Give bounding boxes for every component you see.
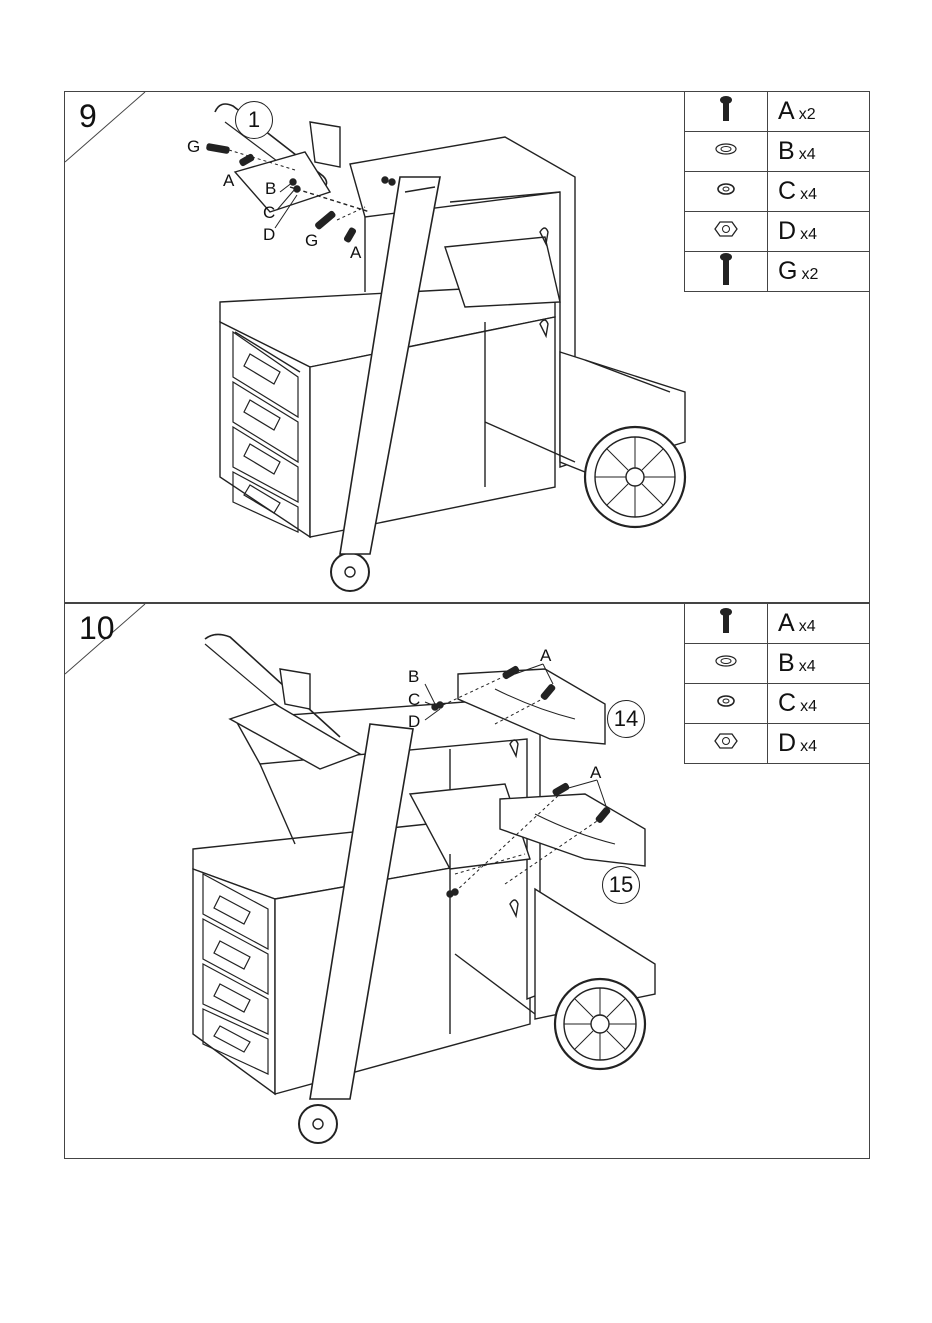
- legend-letter: B: [778, 137, 795, 165]
- legend-letter: C: [778, 177, 796, 205]
- legend-qty: x2: [799, 106, 816, 123]
- legend-letter: C: [778, 689, 796, 717]
- legend-letter: G: [778, 257, 797, 285]
- spring-washer-icon: [715, 181, 737, 197]
- callout-label: A: [223, 172, 234, 190]
- bolt-short-icon: [719, 607, 733, 635]
- callout-label: D: [263, 226, 275, 244]
- hex-nut-icon: [714, 731, 738, 751]
- callout-label: A: [540, 647, 551, 665]
- legend-qty: x4: [800, 698, 817, 715]
- legend-letter: D: [778, 217, 796, 245]
- legend-letter: B: [778, 649, 795, 677]
- callout-label: G: [187, 138, 200, 156]
- hex-nut-icon: [714, 219, 738, 239]
- legend-qty: x4: [799, 618, 816, 635]
- callout-label: D: [408, 713, 420, 731]
- callout-label: A: [350, 244, 361, 262]
- legend-qty: x2: [801, 266, 818, 283]
- spring-washer-icon: [715, 693, 737, 709]
- bolt-short-icon: [719, 95, 733, 123]
- legend-qty: x4: [799, 146, 816, 163]
- step-10-panel: 10: [64, 603, 870, 1159]
- callout-label: C: [408, 691, 420, 709]
- legend-letter: D: [778, 729, 796, 757]
- callout-label: G: [305, 232, 318, 250]
- part-number-badge: 15: [602, 866, 640, 904]
- callout-label: B: [408, 668, 419, 686]
- part-number-badge: 1: [235, 101, 273, 139]
- legend-letter: A: [778, 609, 795, 637]
- legend-qty: x4: [799, 658, 816, 675]
- legend-qty: x4: [800, 226, 817, 243]
- callout-label: A: [590, 764, 601, 782]
- legend-qty: x4: [800, 186, 817, 203]
- legend-qty: x4: [800, 738, 817, 755]
- callout-label: C: [263, 204, 275, 222]
- flat-washer-icon: [714, 654, 738, 668]
- flat-washer-icon: [714, 142, 738, 156]
- legend-letter: A: [778, 97, 795, 125]
- step-9-panel: 9: [64, 91, 870, 603]
- callout-label: B: [265, 180, 276, 198]
- part-number-badge: 14: [607, 700, 645, 738]
- bolt-long-icon: [719, 252, 733, 286]
